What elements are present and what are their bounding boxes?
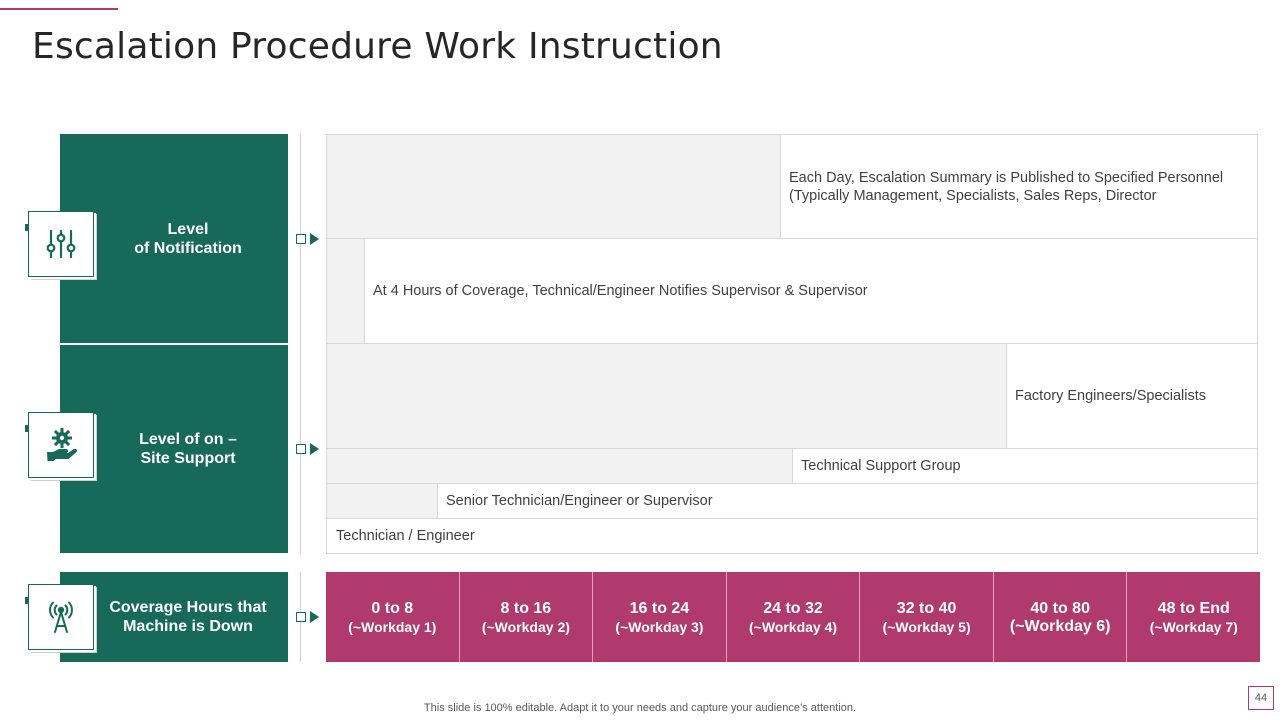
escalation-row-text: Technical Support Group <box>801 458 961 474</box>
coverage-gap <box>327 239 365 343</box>
site-support-level-label: Level of on – Site Support <box>139 431 237 467</box>
antenna-tower-icon <box>28 584 94 650</box>
escalation-row: At 4 Hours of Coverage, Technical/Engine… <box>326 238 1258 344</box>
notification-connector <box>296 233 322 245</box>
hour-cell: 16 to 24 (~Workday 3) <box>593 572 727 662</box>
hour-workday: (~Workday 7) <box>1149 618 1238 635</box>
coverage-hours-label: Coverage Hours that Machine is Down <box>109 599 267 635</box>
hour-range: 40 to 80 <box>1030 599 1090 617</box>
coverage-gap <box>327 449 793 483</box>
escalation-row: Senior Technician/Engineer or Supervisor <box>326 483 1258 519</box>
hour-cell: 48 to End (~Workday 7) <box>1127 572 1260 662</box>
hour-cell: 24 to 32 (~Workday 4) <box>727 572 861 662</box>
hour-cell: 40 to 80 (~Workday 6) <box>994 572 1128 662</box>
page-number: 44 <box>1248 686 1274 710</box>
hour-range: 0 to 8 <box>371 599 414 617</box>
accent-line <box>0 8 118 10</box>
coverage-hours-bar: 0 to 8 (~Workday 1) 8 to 16 (~Workday 2)… <box>326 572 1260 662</box>
escalation-row: Technician / Engineer <box>326 518 1258 554</box>
coverage-gap <box>327 135 781 238</box>
hour-workday: (~Workday 4) <box>749 618 838 635</box>
escalation-row-text: Technician / Engineer <box>336 528 475 544</box>
slide-title: Escalation Procedure Work Instruction <box>32 26 723 67</box>
site-support-connector <box>296 443 322 455</box>
slide-footer: This slide is 100% editable. Adapt it to… <box>423 702 857 714</box>
site-support-level-panel: Level of on – Site Support <box>60 345 288 553</box>
escalation-row-text: At 4 Hours of Coverage, Technical/Engine… <box>373 283 868 299</box>
sliders-icon <box>28 211 94 277</box>
hour-cell: 0 to 8 (~Workday 1) <box>326 572 460 662</box>
gear-hand-icon <box>28 412 94 478</box>
hour-workday: (~Workday 2) <box>481 618 570 635</box>
hour-workday: (~Workday 3) <box>615 618 704 635</box>
notification-level-panel: Level of Notification <box>60 134 288 343</box>
hour-workday: (~Workday 6) <box>1009 617 1111 635</box>
hour-range: 48 to End <box>1157 599 1230 617</box>
escalation-row: Technical Support Group <box>326 448 1258 484</box>
hour-cell: 32 to 40 (~Workday 5) <box>860 572 994 662</box>
hour-cell: 8 to 16 (~Workday 2) <box>460 572 594 662</box>
hour-range: 16 to 24 <box>629 599 690 617</box>
separator-line <box>300 134 301 554</box>
coverage-gap <box>327 344 1007 448</box>
escalation-row-text: Factory Engineers/Specialists <box>1015 388 1206 404</box>
escalation-grid: Each Day, Escalation Summary is Publishe… <box>326 134 1260 554</box>
notification-level-label: Level of Notification <box>134 220 242 257</box>
hour-range: 32 to 40 <box>896 599 957 617</box>
coverage-hours-panel: Coverage Hours that Machine is Down <box>60 572 288 662</box>
escalation-row-text: Each Day, Escalation Summary is Publishe… <box>789 169 1224 204</box>
escalation-row-text: Senior Technician/Engineer or Supervisor <box>446 493 713 509</box>
coverage-gap <box>327 484 438 518</box>
hour-workday: (~Workday 1) <box>348 618 437 635</box>
hour-range: 8 to 16 <box>500 599 552 617</box>
escalation-row: Factory Engineers/Specialists <box>326 343 1258 449</box>
hour-range: 24 to 32 <box>763 599 823 617</box>
hour-workday: (~Workday 5) <box>882 618 971 635</box>
coverage-connector <box>296 611 322 623</box>
escalation-row: Each Day, Escalation Summary is Publishe… <box>326 134 1258 239</box>
